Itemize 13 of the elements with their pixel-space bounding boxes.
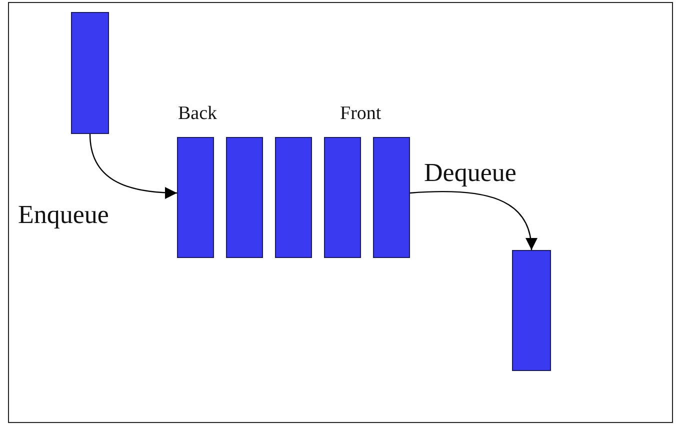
queue-element-bar [275,137,312,258]
queue-element-bar [71,12,109,134]
curved-arrow [410,190,537,250]
edge-label: Dequeue [424,158,516,188]
position-label: Front [340,103,382,125]
queue-element-bar [373,137,410,258]
queue-element-bar [177,137,214,258]
edge-label: Enqueue [18,200,109,230]
queue-element-bar [324,137,361,258]
queue-element-bar [512,250,551,371]
position-label: Back [178,103,218,125]
queue-element-bar [226,137,263,258]
curved-arrow [89,134,178,199]
